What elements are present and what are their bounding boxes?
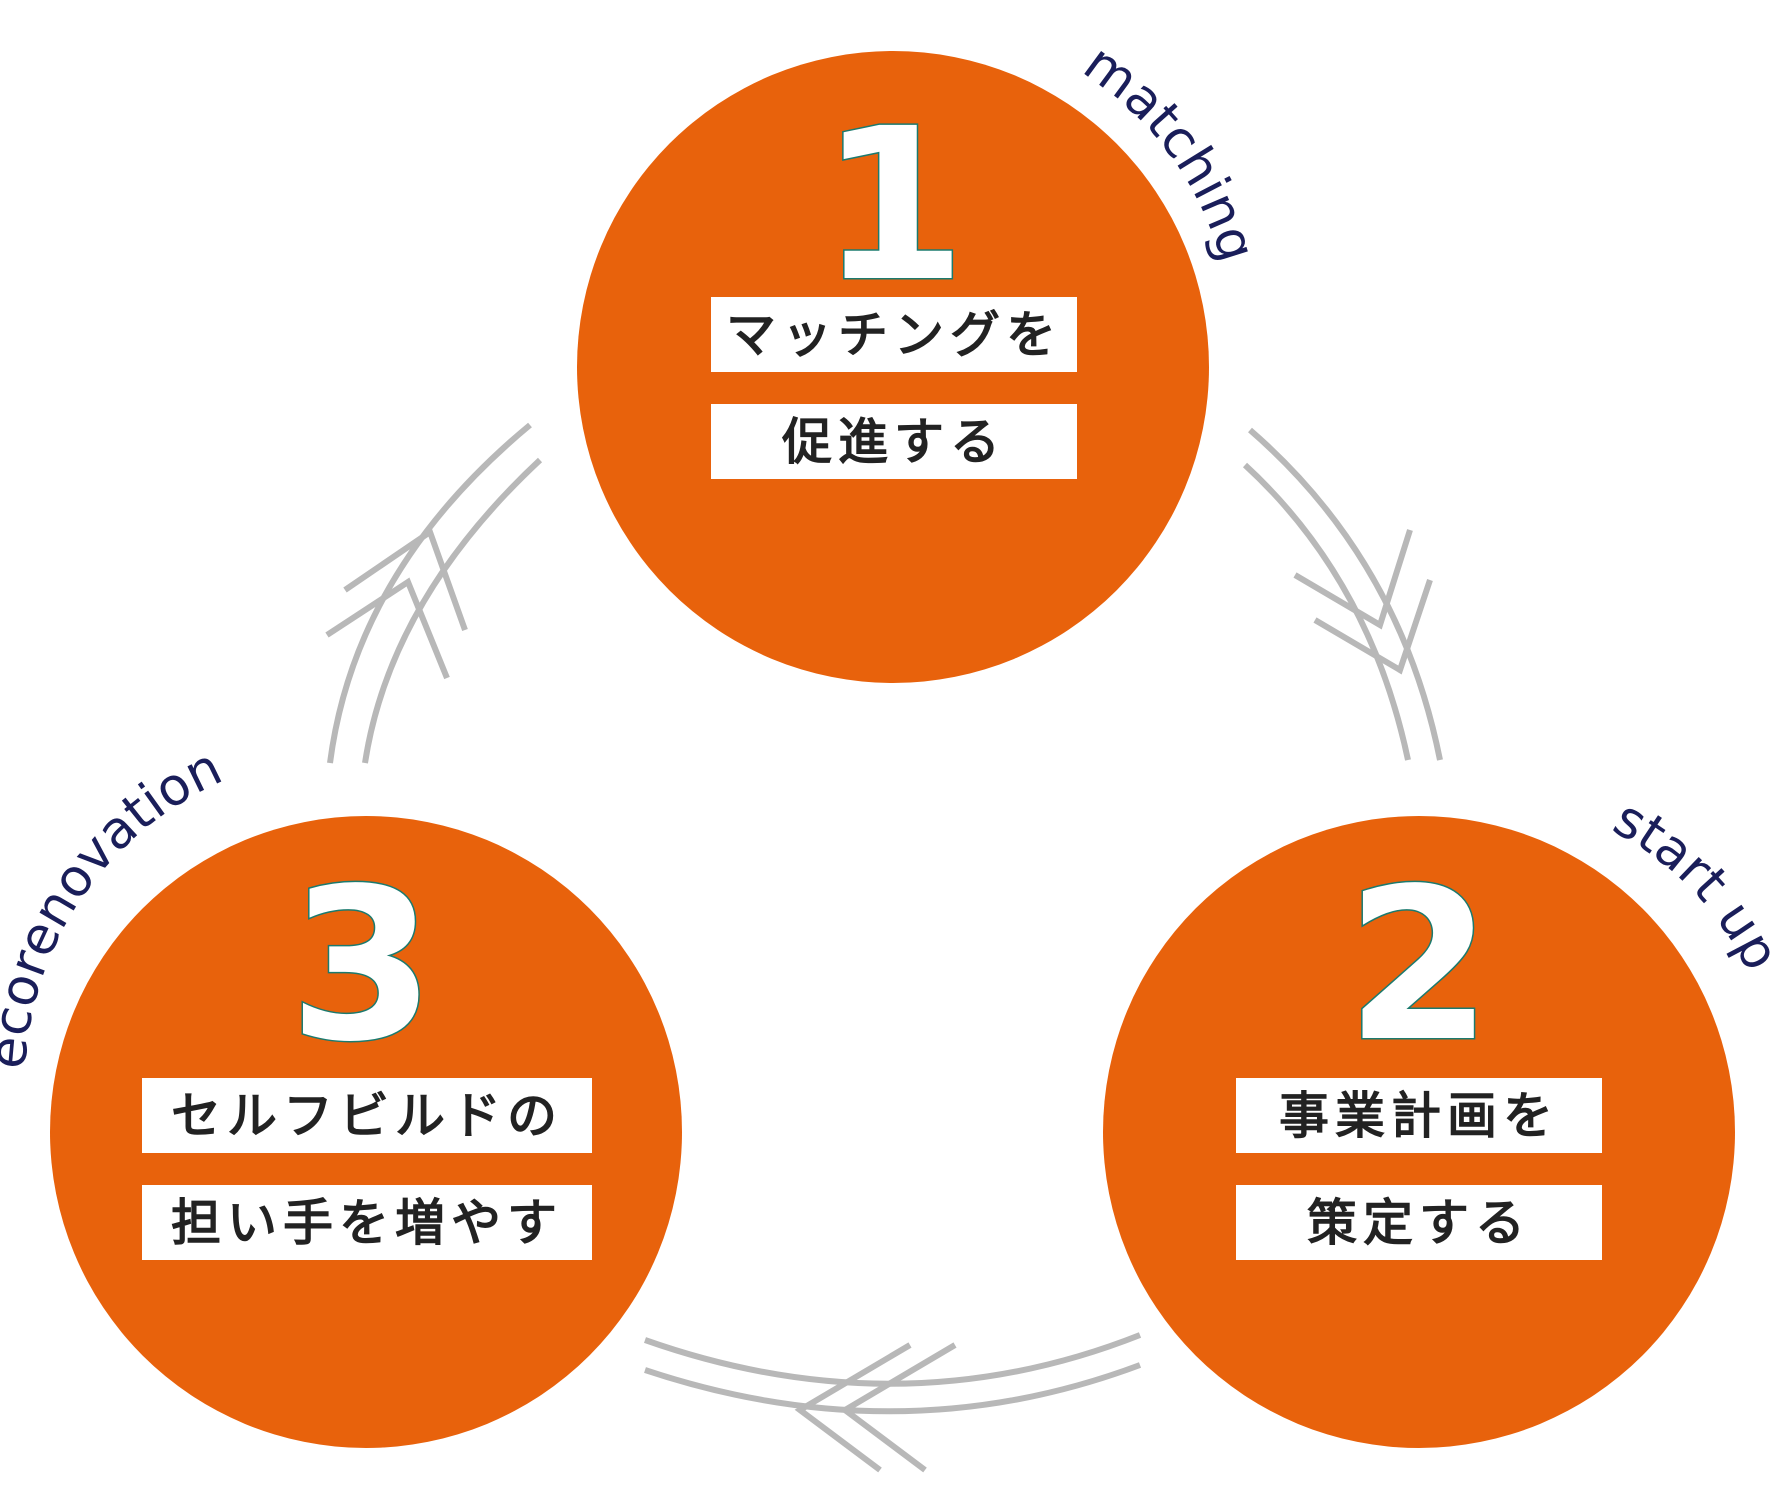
- step-3-line2: 担い手を増やす: [171, 1194, 563, 1252]
- step-2-line1: 事業計画を: [1279, 1087, 1559, 1145]
- step-3-line1-box: [142, 1078, 592, 1153]
- step-1-line2-box: [711, 404, 1077, 479]
- step-1-line1-box: [711, 297, 1077, 372]
- step-2-line1-box: [1236, 1078, 1602, 1153]
- arrow-2-to-3: [644, 1332, 1142, 1473]
- step-3-number: 3: [289, 843, 435, 1088]
- step-2-node: 2 事業計画を 策定する: [1103, 816, 1735, 1448]
- step-1-line2: 促進する: [781, 413, 1006, 471]
- step-1-node: 1 マッチングを 促進する: [577, 51, 1209, 683]
- step-3-line2-box: [142, 1185, 592, 1260]
- arrow-1-to-2: [1242, 427, 1443, 761]
- step-3-node: 3 セルフビルドの 担い手を増やす: [50, 816, 682, 1448]
- step-2-line2: 策定する: [1307, 1194, 1531, 1252]
- step-2-line2-box: [1236, 1185, 1602, 1260]
- arrow-3-to-1: [325, 422, 543, 764]
- step-1-number: 1: [820, 83, 966, 328]
- step-1-line1: マッチングを: [726, 306, 1062, 364]
- step-3-line1: セルフビルドの: [171, 1087, 563, 1145]
- step-2-number: 2: [1346, 843, 1492, 1088]
